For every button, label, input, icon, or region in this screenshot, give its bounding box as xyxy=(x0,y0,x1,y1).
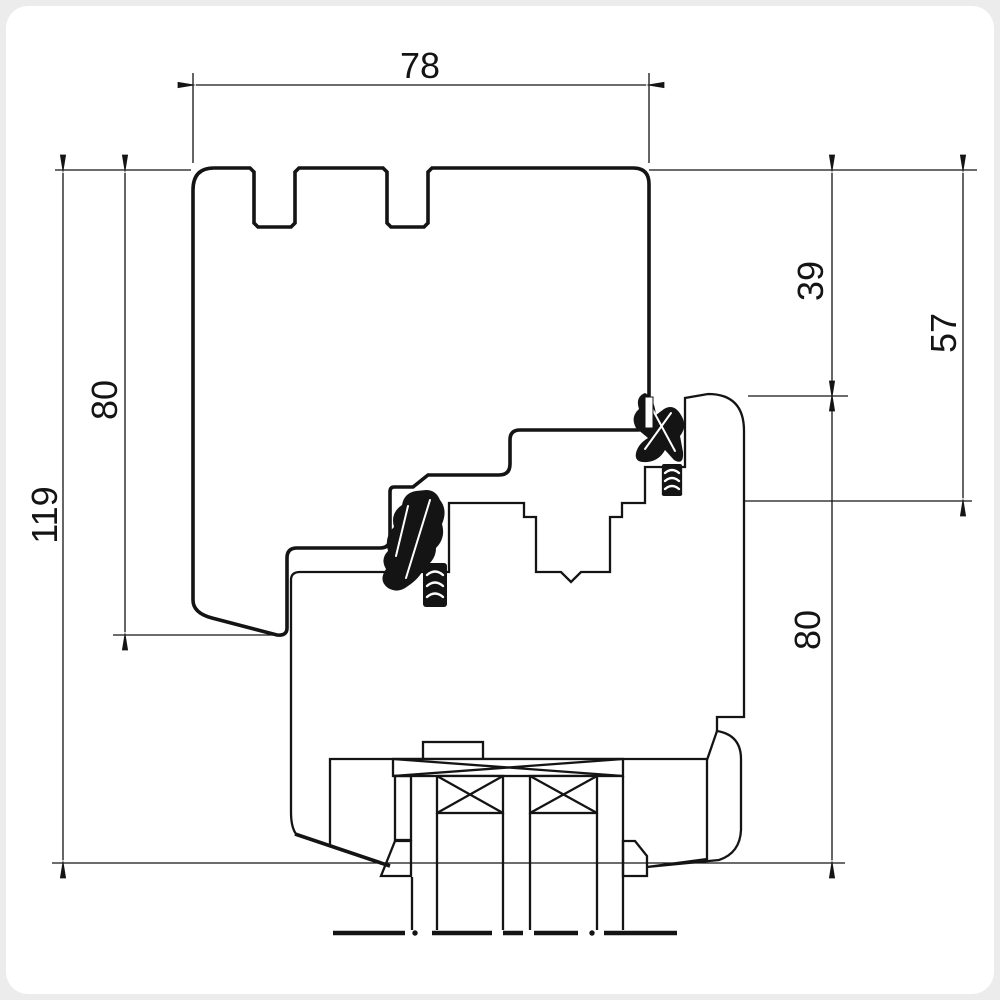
outer-gasket-slit-2 xyxy=(644,412,672,450)
centre-gasket-slit-1 xyxy=(395,505,409,557)
centre-gasket xyxy=(382,490,447,607)
dimension-label-80-right: 80 xyxy=(787,610,828,650)
dimension-label-80-left: 80 xyxy=(84,380,125,420)
dimension-labels: 78 80 119 39 57 80 xyxy=(24,45,964,650)
break-dot-1 xyxy=(412,930,418,936)
mortar-pad-left xyxy=(379,839,413,878)
dimension-label-39: 39 xyxy=(790,261,831,301)
reinforcement-box-left-cross-2 xyxy=(436,774,504,815)
insulation-bar-cross-2 xyxy=(392,757,624,778)
reinforcement-box-left xyxy=(435,774,505,815)
insulation-bar xyxy=(391,757,625,778)
sill-assembly xyxy=(333,740,677,936)
mortar-pad-right xyxy=(621,839,649,878)
sash-foot-slope-edge xyxy=(294,832,391,868)
outer-gasket xyxy=(633,393,685,496)
section-drawing: 78 80 119 39 57 80 xyxy=(24,45,977,936)
centre-gasket-body xyxy=(382,490,445,591)
dimension-lines xyxy=(59,81,967,879)
centre-gasket-spring-3 xyxy=(425,592,445,599)
reinforcement-box-right xyxy=(528,774,599,815)
subsill-profile xyxy=(646,729,743,869)
outer-gasket-spring-3 xyxy=(663,484,681,491)
break-line xyxy=(333,930,677,936)
frame-profile xyxy=(191,166,651,637)
outer-gasket-body xyxy=(633,393,685,463)
reinforcement-box-right-cross-2 xyxy=(529,774,598,815)
centre-gasket-spring-1 xyxy=(425,570,445,577)
centre-gasket-spring-2 xyxy=(425,581,445,588)
dimension-label-78: 78 xyxy=(400,45,440,86)
locator-tab xyxy=(421,740,485,761)
outer-gasket-spring-2 xyxy=(663,476,681,483)
dimension-label-119: 119 xyxy=(24,486,65,543)
outer-gasket-spring-1 xyxy=(663,468,681,475)
frame-gasket-rib xyxy=(644,396,654,429)
dimension-label-57: 57 xyxy=(923,313,964,353)
anchor-post-walls xyxy=(410,776,625,930)
centre-gasket-slit-2 xyxy=(405,499,431,579)
hatch-strip xyxy=(393,774,413,842)
break-dot-2 xyxy=(589,930,595,936)
drawing-sheet: 78 80 119 39 57 80 xyxy=(6,6,994,994)
